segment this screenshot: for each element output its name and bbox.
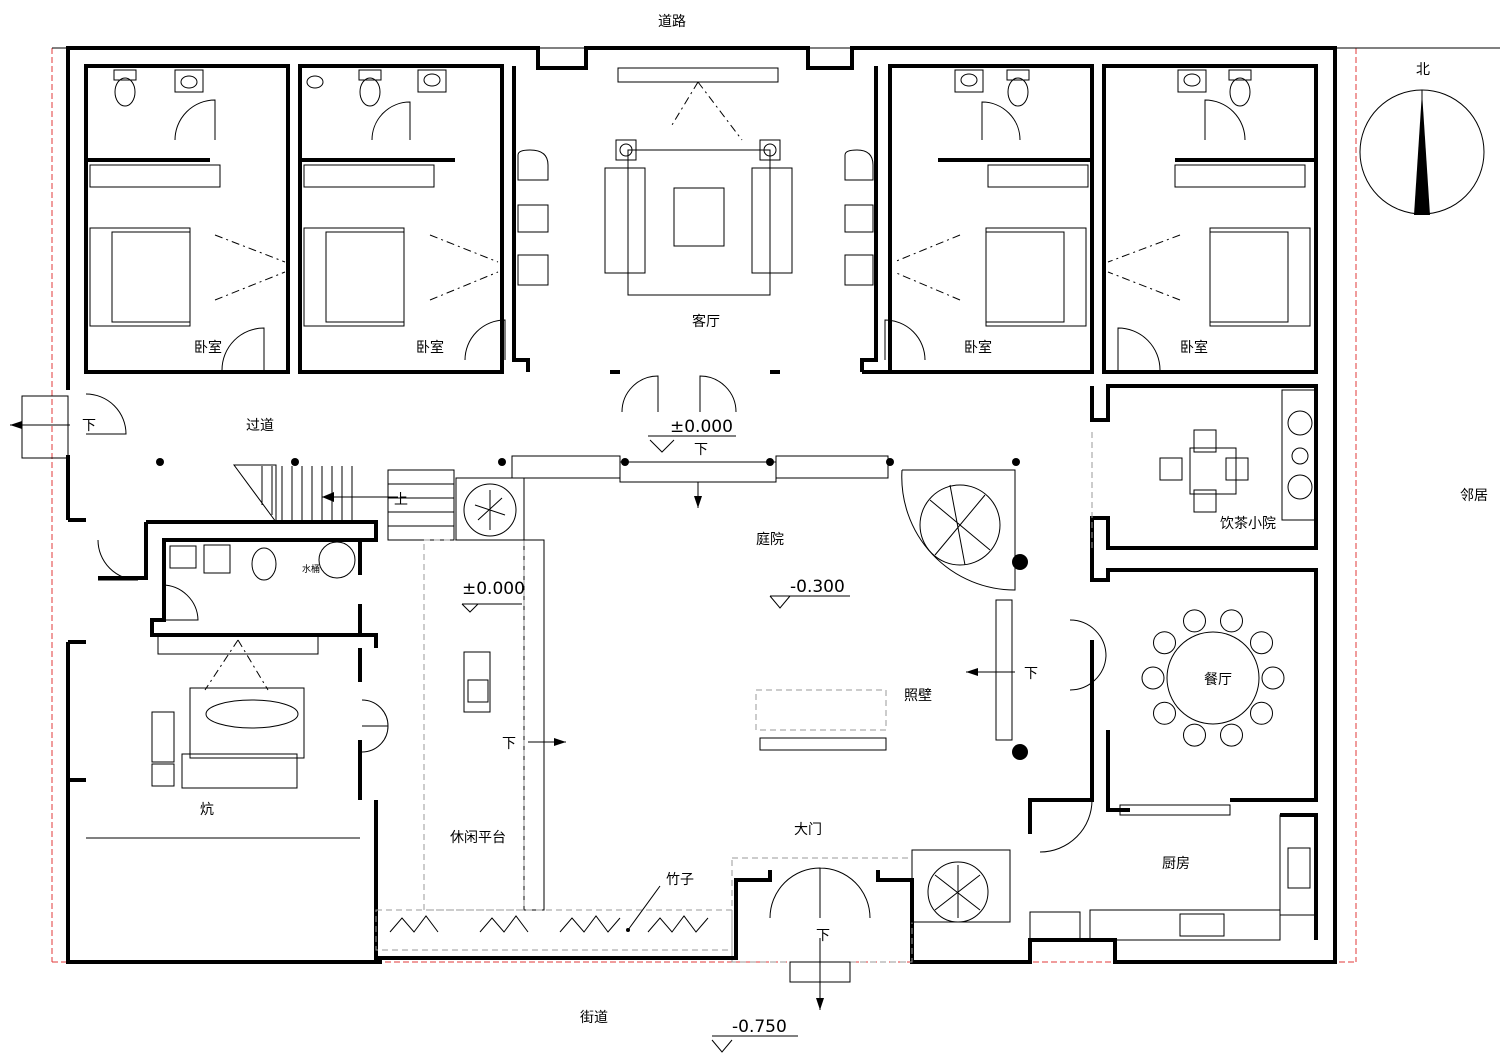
dining-chair	[1183, 723, 1206, 747]
courtyard-label: 庭院	[756, 531, 784, 548]
down-label-west: 下	[82, 418, 96, 434]
courtyard	[375, 455, 1016, 1010]
dining-chair	[1220, 723, 1243, 747]
living-room-label: 客厅	[692, 313, 720, 330]
bedroom-label-1: 卧室	[194, 339, 222, 356]
bedroom-label-3: 卧室	[964, 339, 992, 356]
dining-chair	[1220, 609, 1243, 633]
down-label-hall: 下	[694, 442, 708, 458]
outer-walls	[66, 46, 1337, 964]
dining-label: 餐厅	[1204, 672, 1232, 688]
dining-chair	[1153, 701, 1176, 725]
down-label-gate: 下	[816, 928, 830, 944]
road-label: 道路	[658, 14, 686, 30]
leisure-platform-label: 休闲平台	[450, 830, 506, 846]
dining-chair	[1141, 666, 1165, 690]
bathroom-fixtures	[113, 69, 1252, 141]
dining-chair	[1250, 631, 1273, 655]
water-bucket-label: 水桶	[302, 563, 320, 575]
street-label: 街道	[580, 1010, 608, 1026]
bamboo-label: 竹子	[666, 872, 694, 888]
tea-yard-label: 饮茶小院	[1220, 516, 1276, 532]
corridor-label: 过道	[246, 418, 274, 434]
north-label: 北	[1416, 62, 1430, 78]
main-gate-label: 大门	[794, 822, 822, 838]
screen-wall-label: 照壁	[904, 688, 932, 704]
dining-chair	[1250, 701, 1273, 725]
dining-chair	[1261, 666, 1285, 690]
level-courtyard: -0.300	[790, 577, 845, 597]
kitchen-label: 厨房	[1162, 856, 1190, 872]
down-label-east: 下	[1024, 666, 1038, 682]
level-hall: ±0.000	[670, 417, 733, 437]
dining-chair	[1153, 631, 1176, 655]
bedroom-beds	[89, 164, 1311, 371]
up-label-stairs: 上	[394, 492, 408, 508]
dining-chair	[1183, 609, 1206, 633]
west-wing	[86, 520, 389, 962]
living-room-furniture	[517, 67, 874, 413]
east-wing	[1028, 384, 1318, 941]
neighbor-label: 邻居	[1460, 488, 1488, 504]
bedroom-label-2: 卧室	[416, 339, 444, 356]
kang-label: 炕	[200, 802, 214, 818]
level-platform: ±0.000	[462, 579, 525, 599]
level-street: -0.750	[732, 1017, 787, 1037]
level-markers	[461, 435, 850, 1053]
north-compass	[1359, 89, 1485, 215]
down-label-platform: 下	[502, 736, 516, 752]
north-rooms	[84, 64, 1318, 374]
bedroom-label-4: 卧室	[1180, 339, 1208, 356]
